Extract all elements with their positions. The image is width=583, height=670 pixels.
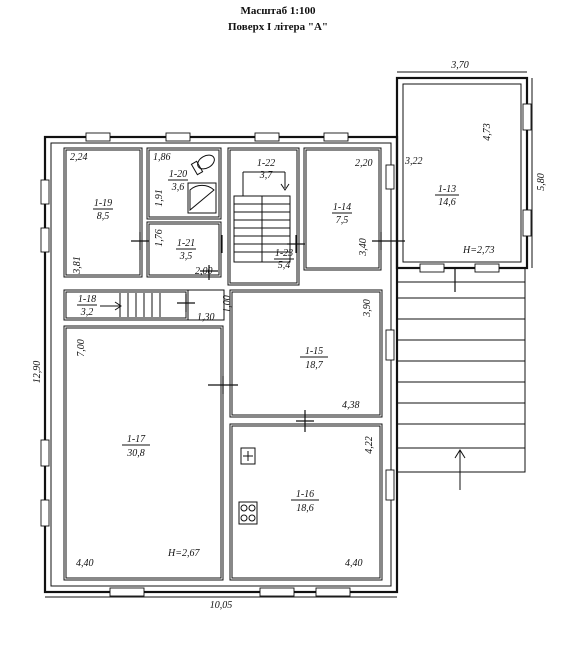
height-annex: H=2,73 bbox=[462, 245, 494, 256]
room-area: 3,2 bbox=[80, 307, 94, 318]
room-1-20: 1-20 3,6 bbox=[168, 169, 188, 193]
room-id: 1-16 bbox=[296, 489, 314, 500]
dim-4-40-left: 4,40 bbox=[76, 558, 94, 569]
dim-1-00: 1,00 bbox=[222, 295, 233, 313]
scale-title: Масштаб 1:100 bbox=[240, 5, 316, 17]
room-id: 1-13 bbox=[438, 184, 456, 195]
bathroom-fixtures bbox=[187, 154, 217, 214]
height-main: H=2,67 bbox=[167, 548, 200, 559]
stairs-1-18 bbox=[100, 293, 161, 317]
porch-steps bbox=[396, 267, 526, 490]
room-id: 1-15 bbox=[305, 346, 323, 357]
room-id: 1-19 bbox=[94, 198, 112, 209]
room-1-18: 1-18 3,2 bbox=[77, 294, 97, 318]
dim-total-width: 10,05 bbox=[210, 600, 233, 611]
room-1-19: 1-19 8,5 bbox=[93, 198, 113, 222]
room-id: 1-17 bbox=[127, 434, 146, 445]
dim-4-40-right: 4,40 bbox=[345, 558, 363, 569]
room-area: 8,5 bbox=[97, 211, 110, 222]
room-area: 7,5 bbox=[336, 215, 349, 226]
dim-1-30: 1,30 bbox=[197, 312, 215, 323]
room-area: 18,6 bbox=[296, 503, 314, 514]
room-1-13: 1-13 14,6 bbox=[435, 184, 459, 208]
dim-1-86: 1,86 bbox=[153, 152, 171, 163]
room-id: 1-18 bbox=[78, 294, 96, 305]
stairs-main bbox=[233, 171, 291, 263]
kitchen-fixtures bbox=[238, 447, 258, 525]
windows bbox=[40, 103, 532, 597]
dim-7-00: 7,00 bbox=[76, 339, 87, 357]
dim-2-20: 2,20 bbox=[355, 158, 373, 169]
room-area: 5,4 bbox=[278, 260, 291, 271]
dim-2-00: 2,00 bbox=[195, 266, 213, 277]
room-area: 3,5 bbox=[179, 251, 193, 262]
room-area: 30,8 bbox=[126, 448, 145, 459]
room-1-14: 1-14 7,5 bbox=[332, 202, 352, 226]
doors bbox=[131, 232, 456, 432]
room-1-22: 1-22 3,7 bbox=[257, 158, 275, 181]
dim-3-90: 3,90 bbox=[362, 299, 373, 318]
dim-1-91: 1,91 bbox=[154, 189, 165, 207]
room-area: 3,7 bbox=[259, 170, 274, 181]
room-1-16: 1-16 18,6 bbox=[291, 489, 319, 514]
room-1-23: 1-23 5,4 bbox=[274, 248, 294, 271]
dim-3-22: 3,22 bbox=[404, 156, 423, 167]
room-id: 1-22 bbox=[257, 158, 275, 169]
room-id: 1-20 bbox=[169, 169, 187, 180]
room-1-15: 1-15 18,7 bbox=[300, 346, 328, 371]
room-area: 14,6 bbox=[438, 197, 456, 208]
dim-3-81: 3,81 bbox=[72, 256, 83, 275]
room-1-21: 1-21 3,5 bbox=[176, 238, 196, 262]
dim-4-73: 4,73 bbox=[482, 123, 493, 141]
room-area: 3,6 bbox=[171, 182, 185, 193]
room-id: 1-14 bbox=[333, 202, 351, 213]
dim-annex-width: 3,70 bbox=[450, 60, 469, 71]
dim-3-40: 3,40 bbox=[358, 238, 369, 257]
dimension-lines bbox=[45, 71, 533, 598]
dim-annex-height: 5,80 bbox=[536, 173, 547, 191]
dim-total-height: 12,90 bbox=[32, 361, 43, 384]
dim-4-38: 4,38 bbox=[342, 400, 360, 411]
dim-2-24: 2,24 bbox=[70, 152, 88, 163]
room-1-17: 1-17 30,8 bbox=[122, 434, 150, 459]
interior-walls bbox=[63, 147, 383, 581]
outer-walls bbox=[43, 76, 529, 594]
room-id: 1-23 bbox=[275, 248, 293, 259]
floor-title: Поверх I літера "А" bbox=[228, 21, 328, 33]
dim-4-22: 4,22 bbox=[364, 436, 375, 454]
room-id: 1-21 bbox=[177, 238, 195, 249]
dim-1-76: 1,76 bbox=[154, 229, 165, 247]
room-area: 18,7 bbox=[305, 360, 324, 371]
